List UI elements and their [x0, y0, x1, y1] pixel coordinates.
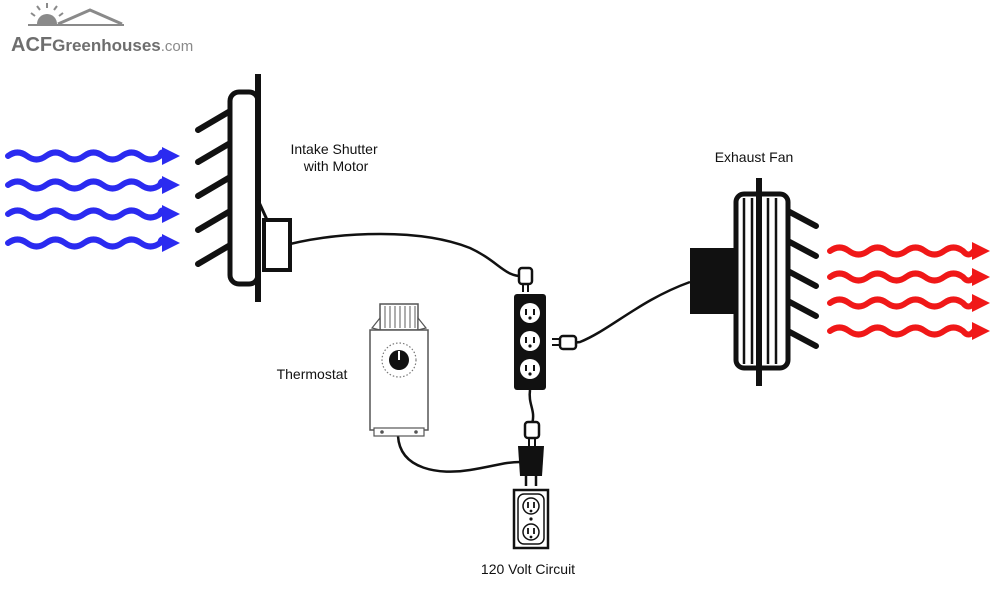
wall-outlet-icon — [512, 488, 550, 550]
intake-airflow-arrows — [5, 147, 180, 252]
intake-arrow-3 — [5, 207, 167, 221]
exhaust-arrow-head-1 — [972, 242, 990, 260]
fan-power-cord — [571, 280, 691, 345]
intake-shutter-label: Intake Shutter with Motor — [290, 141, 381, 174]
thermostat-probe-cord — [396, 435, 521, 473]
thermostat-label: Thermostat — [277, 366, 348, 382]
fan-plug-icon — [552, 334, 578, 351]
exhaust-arrow-head-2 — [972, 268, 990, 286]
exhaust-arrow-head-3 — [972, 294, 990, 312]
thermostat-plug-icon — [518, 446, 544, 486]
exhaust-arrow-3 — [827, 296, 977, 310]
wiring — [289, 232, 691, 473]
wall-receptacle-1 — [522, 497, 540, 515]
strip-plug-icon — [523, 420, 541, 446]
exhaust-fan-icon — [690, 178, 819, 386]
shutter-plug-icon — [517, 266, 534, 292]
power-strip-cord — [528, 389, 535, 425]
strip-outlet-1 — [520, 303, 540, 323]
strip-outlet-2 — [520, 331, 540, 351]
intake-shutter-icon — [195, 74, 292, 302]
exhaust-arrow-4 — [827, 324, 977, 338]
intake-arrow-head-4 — [162, 234, 180, 252]
logo-brand: ACFGreenhouses.com — [11, 34, 193, 56]
intake-arrow-head-1 — [162, 147, 180, 165]
exhaust-arrow-head-4 — [972, 322, 990, 340]
circuit-label: 120 Volt Circuit — [481, 561, 575, 577]
power-strip-icon — [514, 294, 546, 390]
exhaust-airflow-arrows — [827, 242, 990, 340]
strip-outlet-3 — [520, 359, 540, 379]
intake-arrow-4 — [5, 236, 167, 250]
intake-arrow-head-3 — [162, 205, 180, 223]
exhaust-arrow-2 — [827, 270, 977, 284]
thermostat-icon — [369, 303, 429, 437]
logo: ACFGreenhouses.com — [11, 3, 193, 56]
exhaust-arrow-1 — [827, 244, 977, 258]
intake-arrow-1 — [5, 149, 167, 163]
sun-house-icon — [28, 3, 124, 26]
exhaust-fan-label: Exhaust Fan — [715, 149, 794, 165]
intake-arrow-head-2 — [162, 176, 180, 194]
shutter-power-cord — [289, 232, 526, 278]
wall-receptacle-2 — [522, 523, 540, 541]
intake-arrow-2 — [5, 178, 167, 192]
